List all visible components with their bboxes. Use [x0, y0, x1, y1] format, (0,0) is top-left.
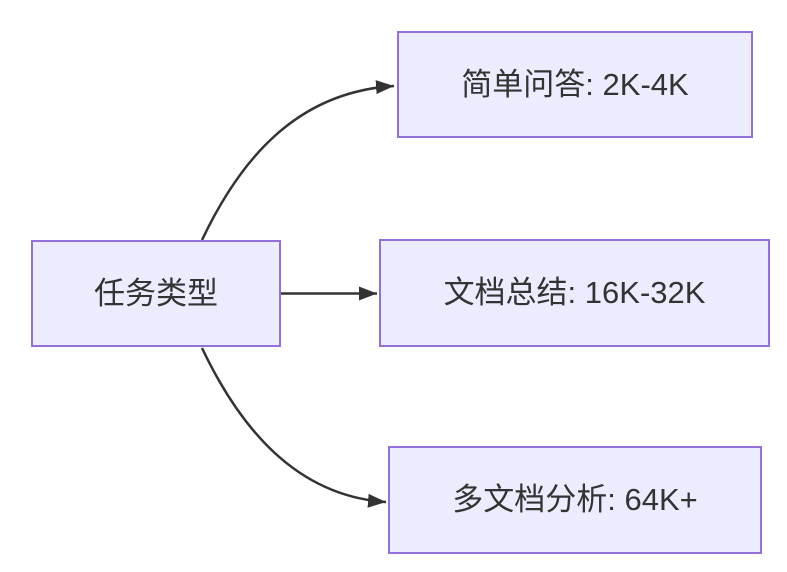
node-doc-summary-label: 文档总结: 16K-32K: [443, 275, 706, 311]
node-doc-summary: 文档总结: 16K-32K: [379, 239, 770, 347]
node-multi-doc-label: 多文档分析: 64K+: [452, 482, 698, 518]
node-task-type-label: 任务类型: [94, 275, 218, 311]
node-multi-doc: 多文档分析: 64K+: [388, 446, 762, 554]
node-task-type: 任务类型: [31, 240, 281, 347]
node-simple-qa: 简单问答: 2K-4K: [397, 31, 753, 138]
node-simple-qa-label: 简单问答: 2K-4K: [461, 66, 689, 102]
edge-root-to-multi-doc: [200, 347, 387, 508]
edge-root-to-simple-qa: [200, 80, 395, 241]
